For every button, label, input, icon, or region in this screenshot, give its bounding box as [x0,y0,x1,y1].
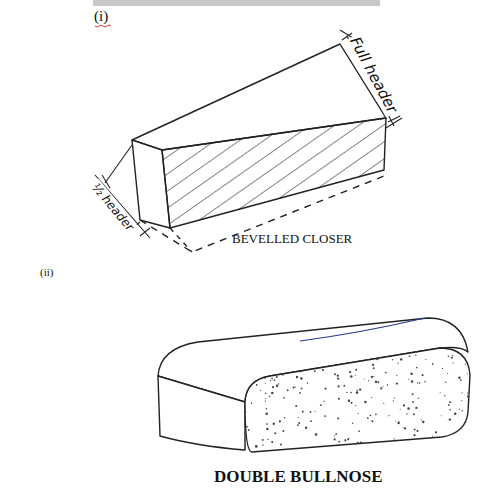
texture [244,344,471,453]
dimension-label: ½ header [88,179,138,235]
part-number: (ii) [40,266,53,278]
caption-label: BEVELLED CLOSER [232,231,352,247]
caption-label: DOUBLE BULLNOSE [214,467,383,487]
bevelled-closer-brick [132,44,386,252]
dimension-line [340,30,402,128]
part-number: (i) [94,8,108,25]
spell-mark [95,25,111,27]
double-bullnose-brick [158,318,470,452]
top-bar [93,0,380,6]
